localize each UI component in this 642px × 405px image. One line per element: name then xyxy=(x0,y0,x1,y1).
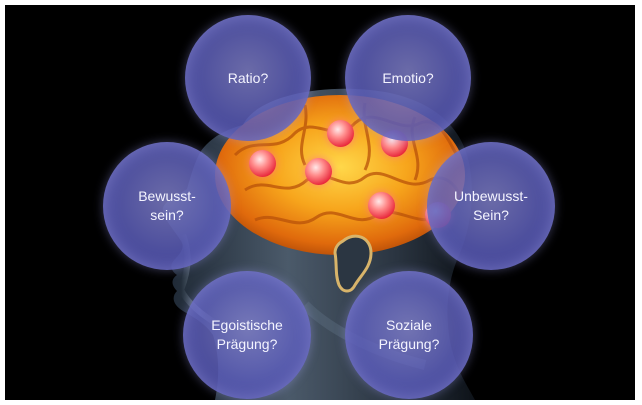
ear xyxy=(333,234,373,293)
neuron-orb xyxy=(305,158,332,185)
bubble-sozial: Soziale Prägung? xyxy=(345,271,473,399)
bubble-emotio: Emotio? xyxy=(345,15,471,141)
bubble-unbewusstsein-label: Unbewusst- Sein? xyxy=(454,188,528,223)
brain-folds xyxy=(233,102,462,225)
bubble-ratio: Ratio? xyxy=(185,15,311,141)
bubble-egoistisch: Egoistische Prägung? xyxy=(183,271,311,399)
bubble-sozial-label: Soziale Prägung? xyxy=(378,317,440,352)
neuron-orb xyxy=(249,150,276,177)
neuron-orb xyxy=(327,120,354,147)
bubble-bewusstsein: Bewusst- sein? xyxy=(103,142,231,270)
bubble-unbewusstsein: Unbewusst- Sein? xyxy=(427,142,555,270)
bubble-bewusstsein-label: Bewusst- sein? xyxy=(138,188,196,223)
neuron-orb xyxy=(368,192,395,219)
illustration-frame: Ratio? Emotio? Bewusst- sein? Unbewusst-… xyxy=(5,5,635,400)
bubble-emotio-label: Emotio? xyxy=(382,69,434,86)
bubble-egoistisch-label: Egoistische Prägung? xyxy=(211,317,283,352)
bubble-ratio-label: Ratio? xyxy=(227,69,269,86)
